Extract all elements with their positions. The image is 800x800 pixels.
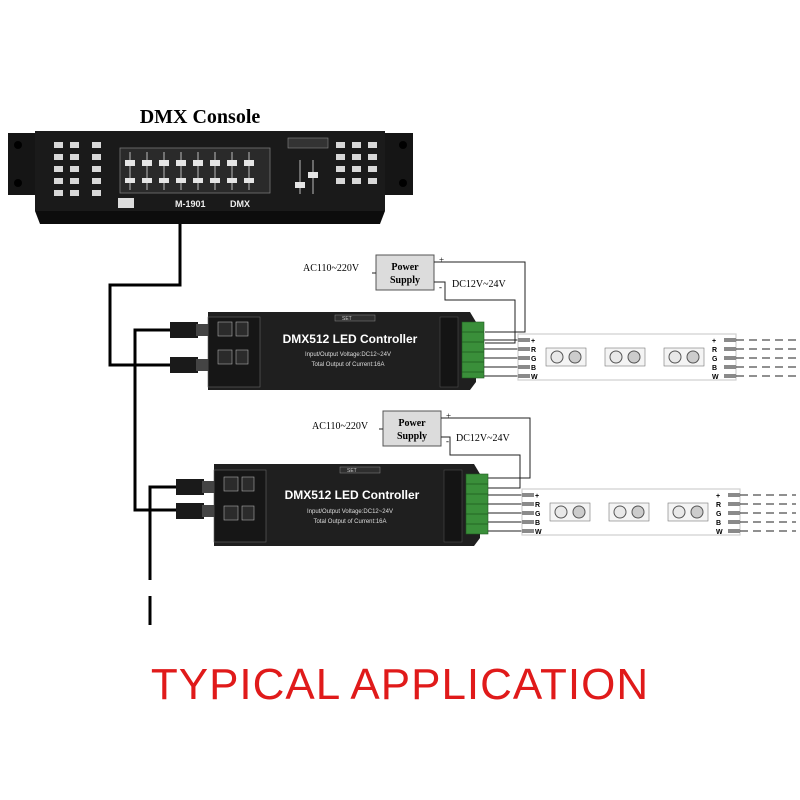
dmx-controller-1: SET DMX512 LED Controller Input/Output V… [207, 312, 476, 390]
svg-text:G: G [712, 356, 718, 363]
svg-text:G: G [716, 511, 722, 518]
svg-text:Supply: Supply [397, 431, 427, 442]
console-model-label: M-1901 [175, 199, 206, 209]
svg-text:B: B [531, 365, 536, 372]
svg-text:Input/Output Voltage:DC12~24V: Input/Output Voltage:DC12~24V [305, 352, 391, 358]
xlr-connectors-2 [176, 479, 214, 519]
svg-text:+: + [446, 411, 451, 421]
svg-text:+: + [439, 255, 444, 265]
typical-application-title: TYPICAL APPLICATION [150, 660, 650, 709]
svg-text:Total Output of Current:16A: Total Output of Current:16A [313, 519, 386, 525]
ps1-output-label: DC12V~24V [452, 279, 507, 290]
svg-text:R: R [535, 502, 540, 509]
ps2-input-label: AC110~220V [312, 421, 369, 432]
svg-text:+: + [531, 338, 535, 345]
led-strip-2: + R G B W + R G B W [521, 488, 741, 536]
svg-text:Power: Power [398, 418, 426, 429]
controller-1-title: DMX512 LED Controller [283, 332, 418, 346]
svg-text:-: - [439, 282, 442, 292]
controller-2-title: DMX512 LED Controller [285, 488, 420, 502]
terminal-block-1 [461, 321, 485, 379]
dmx-console: M-1901 DMX [8, 131, 413, 224]
svg-text:+: + [535, 493, 539, 500]
svg-text:Total Output of Current:16A: Total Output of Current:16A [311, 362, 384, 368]
svg-text:B: B [712, 365, 717, 372]
console-title: DMX Console [140, 106, 261, 128]
svg-text:SET: SET [347, 468, 357, 474]
svg-text:G: G [531, 356, 537, 363]
svg-text:W: W [531, 374, 538, 381]
power-supply-1: Power Supply [375, 254, 435, 291]
dmx-cable [108, 224, 218, 625]
svg-text:W: W [716, 529, 723, 536]
svg-text:Supply: Supply [390, 275, 420, 286]
svg-text:R: R [531, 347, 536, 354]
svg-text:R: R [712, 347, 717, 354]
svg-text:R: R [716, 502, 721, 509]
svg-text:Input/Output Voltage:DC12~24V: Input/Output Voltage:DC12~24V [307, 509, 393, 515]
svg-text:B: B [535, 520, 540, 527]
ps2-output-label: DC12V~24V [456, 433, 511, 444]
svg-text:SET: SET [342, 316, 352, 322]
xlr-connectors-1 [170, 322, 208, 373]
dmx-controller-2: SET DMX512 LED Controller Input/Output V… [213, 464, 480, 546]
led-strip-1: + R G B W + R G B W [517, 333, 737, 381]
svg-text:-: - [446, 436, 449, 446]
svg-text:+: + [712, 338, 716, 345]
power-supply-2: Power Supply [382, 410, 442, 447]
terminal-block-2 [465, 473, 489, 535]
ps1-input-label: AC110~220V [303, 263, 360, 274]
svg-text:G: G [535, 511, 541, 518]
svg-text:B: B [716, 520, 721, 527]
svg-text:+: + [716, 493, 720, 500]
svg-text:W: W [712, 374, 719, 381]
console-protocol-label: DMX [230, 199, 250, 209]
svg-text:Power: Power [391, 262, 419, 273]
svg-text:W: W [535, 529, 542, 536]
